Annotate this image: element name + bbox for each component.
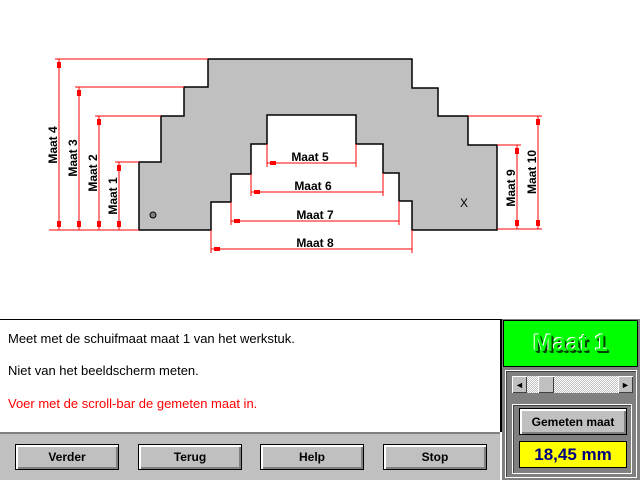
current-maat-display: Maat 1 bbox=[503, 320, 638, 367]
scroll-thumb[interactable] bbox=[538, 376, 554, 393]
label-maat-8: Maat 8 bbox=[296, 236, 334, 250]
workpiece-drawing: Maat 4 Maat 3 Maat 2 Maat 1 Maat 5 Maat … bbox=[46, 58, 542, 253]
label-maat-2: Maat 2 bbox=[86, 154, 100, 192]
button-bar: Verder Terug Help Stop bbox=[0, 432, 500, 480]
control-group: ◄ ► Gemeten maat 18,45 mm bbox=[505, 370, 637, 478]
measurement-panel: Maat 1 ◄ ► Gemeten maat 18,45 mm bbox=[502, 319, 640, 480]
dimension-arrows bbox=[57, 62, 540, 251]
instruction-panel: Meet met de schuifmaat maat 1 van het we… bbox=[0, 319, 502, 432]
scroll-left-arrow-icon[interactable]: ◄ bbox=[512, 376, 527, 393]
instruction-line-1: Meet met de schuifmaat maat 1 van het we… bbox=[8, 331, 295, 346]
instruction-line-3: Voer met de scroll-bar de gemeten maat i… bbox=[8, 396, 258, 411]
label-maat-1: Maat 1 bbox=[106, 177, 120, 215]
measured-group: Gemeten maat 18,45 mm bbox=[512, 404, 632, 474]
stop-button[interactable]: Stop bbox=[383, 444, 487, 470]
measured-value-display: 18,45 mm bbox=[519, 441, 627, 468]
label-maat-6: Maat 6 bbox=[294, 179, 332, 193]
instruction-line-2: Niet van het beeldscherm meten. bbox=[8, 363, 199, 378]
verder-button[interactable]: Verder bbox=[15, 444, 119, 470]
help-button[interactable]: Help bbox=[260, 444, 364, 470]
gemeten-maat-button[interactable]: Gemeten maat bbox=[519, 408, 627, 435]
x-marker: X bbox=[460, 196, 468, 210]
workpiece-profile bbox=[138, 58, 498, 231]
label-maat-4: Maat 4 bbox=[46, 126, 60, 164]
scroll-right-arrow-icon[interactable]: ► bbox=[618, 376, 633, 393]
label-maat-10: Maat 10 bbox=[525, 150, 539, 194]
hole-marker-icon bbox=[149, 211, 157, 219]
label-maat-5: Maat 5 bbox=[291, 150, 329, 164]
terug-button[interactable]: Terug bbox=[138, 444, 242, 470]
dimension-lines bbox=[49, 58, 542, 253]
measurement-scrollbar[interactable]: ◄ ► bbox=[512, 376, 633, 393]
label-maat-3: Maat 3 bbox=[66, 139, 80, 177]
label-maat-9: Maat 9 bbox=[504, 169, 518, 207]
label-maat-7: Maat 7 bbox=[296, 208, 334, 222]
